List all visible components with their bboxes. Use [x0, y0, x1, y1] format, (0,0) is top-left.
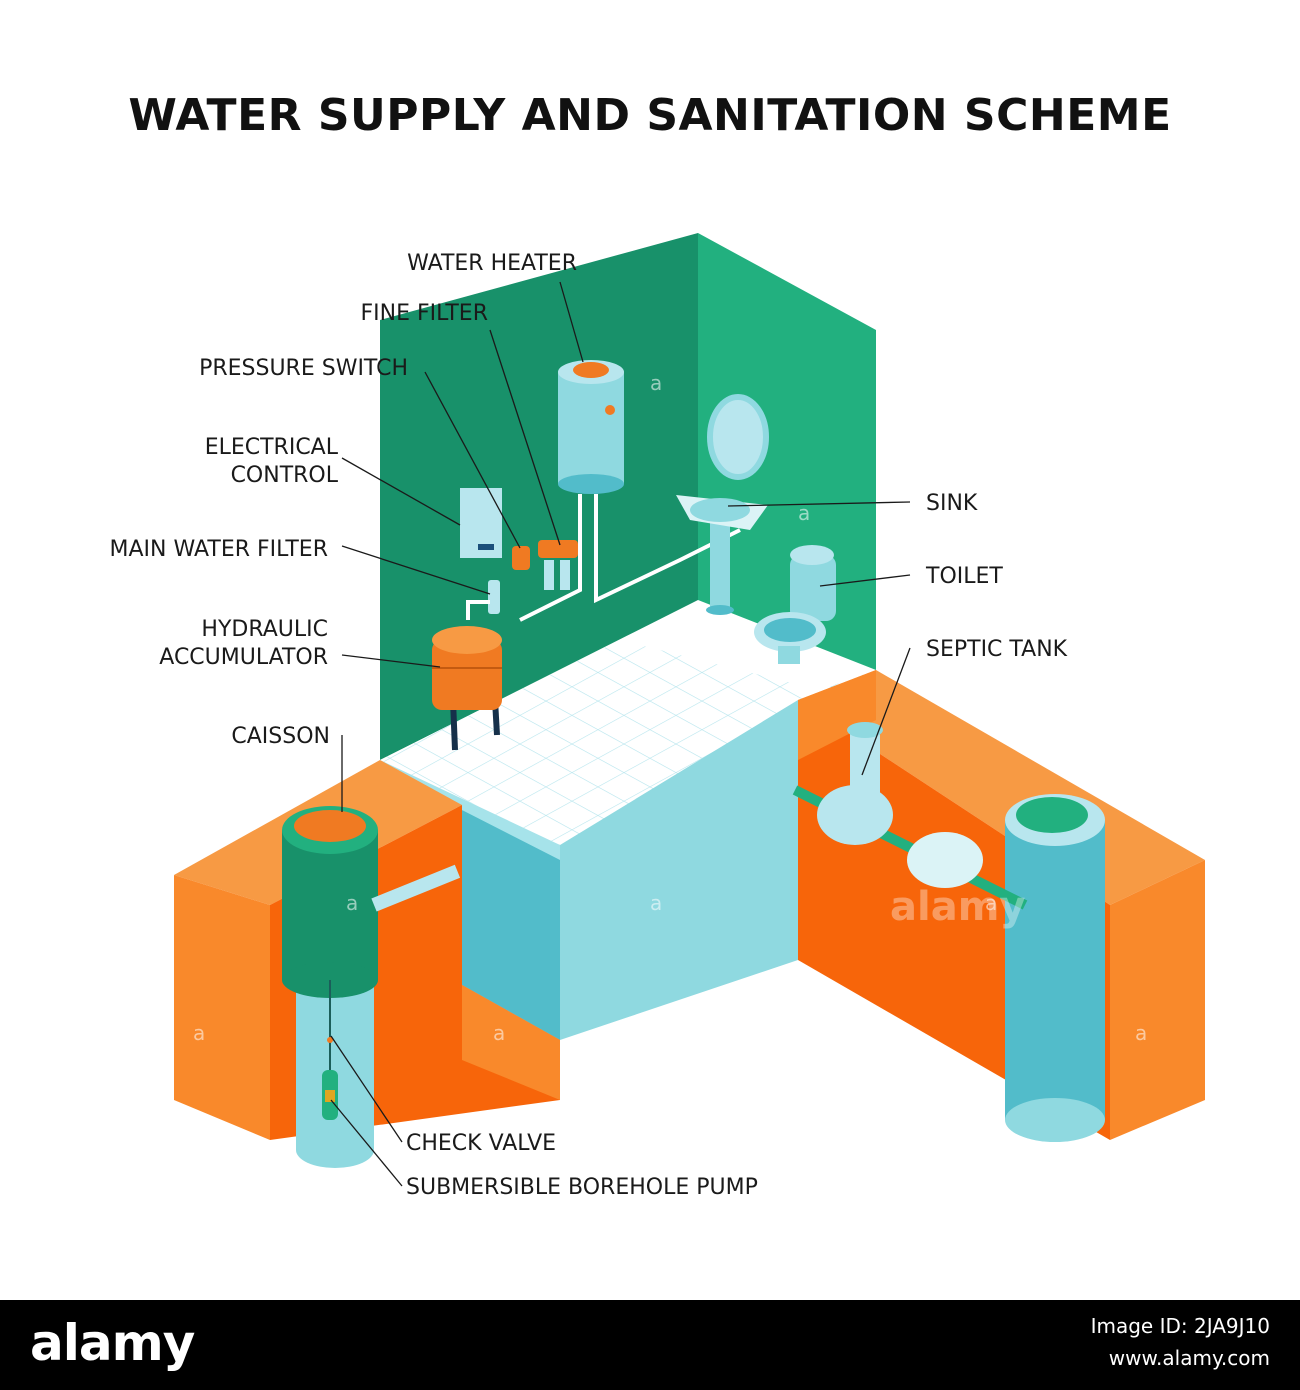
- septic-tank: [792, 722, 1028, 910]
- watermark-pattern: a a a a a a a a a alamy: [193, 371, 1147, 1045]
- label-hydraulic-accumulator-line2: ACCUMULATOR: [159, 645, 328, 670]
- svg-text:a: a: [193, 1021, 205, 1045]
- page-title: WATER SUPPLY AND SANITATION SCHEME: [128, 90, 1172, 141]
- image-info: Image ID: 2JA9J10 www.alamy.com: [1091, 1310, 1270, 1374]
- foundation-block-front: [462, 810, 560, 1040]
- label-electrical-control-line2: CONTROL: [231, 463, 339, 488]
- label-sink: SINK: [926, 491, 978, 516]
- label-fine-filter: FINE FILTER: [361, 301, 489, 326]
- sanitation-diagram: a a a a a a a a a alamy WATER HEATER FIN…: [110, 233, 1205, 1200]
- toilet: [754, 545, 836, 664]
- fine-filter: [538, 540, 578, 558]
- pressure-switch: [512, 546, 530, 570]
- main-water-filter: [488, 580, 500, 614]
- label-electrical-control-line1: ELECTRICAL: [205, 435, 339, 460]
- image-id: Image ID: 2JA9J10: [1090, 1314, 1270, 1338]
- label-hydraulic-accumulator-line1: HYDRAULIC: [201, 617, 328, 642]
- footer-bar: alamy Image ID: 2JA9J10 www.alamy.com: [0, 1300, 1300, 1390]
- label-septic-tank: SEPTIC TANK: [926, 637, 1068, 662]
- hydraulic-accumulator: [432, 626, 502, 751]
- foundation-block-side: [560, 700, 798, 1040]
- svg-text:a: a: [348, 501, 360, 525]
- svg-text:a: a: [985, 891, 997, 915]
- label-submersible-pump: SUBMERSIBLE BOREHOLE PUMP: [406, 1175, 758, 1200]
- label-pressure-switch: PRESSURE SWITCH: [199, 356, 408, 381]
- alamy-logo: alamy: [30, 1314, 195, 1372]
- svg-text:a: a: [1135, 1021, 1147, 1045]
- leader-lines: [330, 281, 911, 1187]
- label-toilet: TOILET: [925, 564, 1003, 589]
- mirror: [707, 394, 769, 480]
- water-heater: [558, 360, 624, 494]
- septic-column: [1005, 794, 1105, 1142]
- supply-pipe: [371, 864, 461, 912]
- svg-text:a: a: [650, 891, 662, 915]
- sink: [676, 495, 768, 615]
- label-main-water-filter: MAIN WATER FILTER: [110, 537, 328, 562]
- svg-text:a: a: [346, 891, 358, 915]
- svg-text:alamy: alamy: [890, 884, 1025, 930]
- caisson: [282, 806, 378, 1168]
- tiled-floor: [380, 640, 876, 845]
- site-url: www.alamy.com: [1108, 1346, 1270, 1370]
- label-check-valve: CHECK VALVE: [406, 1131, 556, 1156]
- svg-text:a: a: [650, 371, 662, 395]
- svg-text:a: a: [798, 501, 810, 525]
- label-water-heater: WATER HEATER: [407, 251, 577, 276]
- left-soil-front: [174, 875, 270, 1140]
- right-soil-side: [1110, 860, 1205, 1140]
- label-caisson: CAISSON: [231, 724, 330, 749]
- svg-text:a: a: [493, 1021, 505, 1045]
